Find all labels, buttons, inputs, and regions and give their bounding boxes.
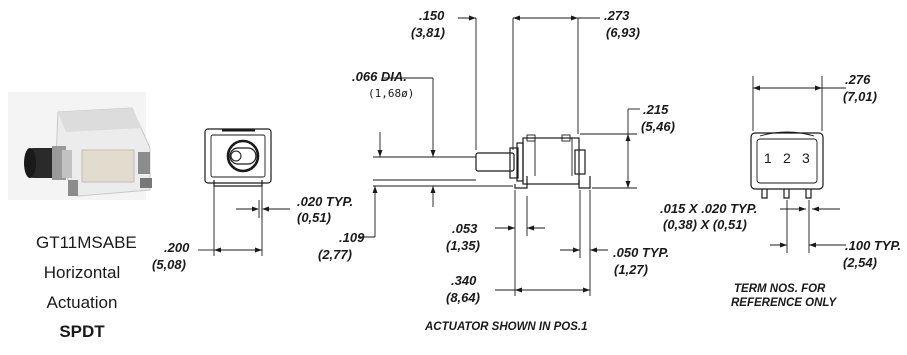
term-note-line-1: TERM NOS. FOR bbox=[734, 283, 826, 295]
dim-066-in: .066 DIA. bbox=[352, 69, 407, 84]
dim-109-in: .109 bbox=[339, 230, 365, 245]
side-view bbox=[358, 15, 640, 296]
dim-215-mm: (5,46) bbox=[641, 119, 675, 134]
dim-050-mm: (1,27) bbox=[614, 262, 648, 277]
terminal-number: 3 bbox=[802, 150, 810, 166]
dim-053-in: .053 bbox=[452, 221, 478, 236]
dim-340-in: .340 bbox=[451, 273, 477, 288]
dim-100-mm: (2,54) bbox=[843, 255, 877, 270]
dim-015-mm: (0,38) X (0,51) bbox=[663, 217, 747, 232]
rear-view bbox=[750, 76, 846, 253]
terminal-number: 1 bbox=[764, 150, 772, 166]
terminal-number: 2 bbox=[783, 150, 791, 166]
dim-020-mm: (0,51) bbox=[297, 210, 331, 225]
dim-015-in: .015 X .020 TYP. bbox=[660, 201, 758, 216]
term-note-line-2: REFERENCE ONLY bbox=[731, 297, 837, 309]
dim-276-in: .276 bbox=[845, 72, 871, 87]
dim-150-mm: (3,81) bbox=[411, 25, 445, 40]
dim-066-mm: (1,68ø) bbox=[368, 87, 415, 100]
dim-020-in: .020 TYP. bbox=[297, 194, 354, 209]
dim-050-in: .050 TYP. bbox=[613, 245, 670, 260]
dim-100-in: .100 TYP. bbox=[845, 238, 902, 253]
description-line-1: Horizontal bbox=[43, 263, 121, 282]
dim-215-in: .215 bbox=[643, 102, 669, 117]
dim-340-mm: (8,64) bbox=[446, 290, 480, 305]
dim-150-in: .150 bbox=[419, 8, 445, 23]
dim-276-mm: (7,01) bbox=[843, 89, 877, 104]
dim-273-in: .273 bbox=[604, 8, 630, 23]
dim-200-mm: (5,08) bbox=[152, 257, 186, 272]
dim-053-mm: (1,35) bbox=[446, 238, 480, 253]
part-number: GT11MSABE bbox=[36, 233, 137, 252]
dim-109-mm: (2,77) bbox=[318, 247, 352, 262]
front-view bbox=[198, 128, 290, 256]
dim-273-mm: (6,93) bbox=[606, 25, 640, 40]
description-line-2: Actuation bbox=[46, 293, 118, 312]
actuator-note: ACTUATOR SHOWN IN POS.1 bbox=[425, 321, 588, 333]
dim-200-in: .200 bbox=[164, 240, 190, 255]
switch-photo bbox=[8, 92, 152, 200]
circuit-type: SPDT bbox=[59, 322, 105, 341]
